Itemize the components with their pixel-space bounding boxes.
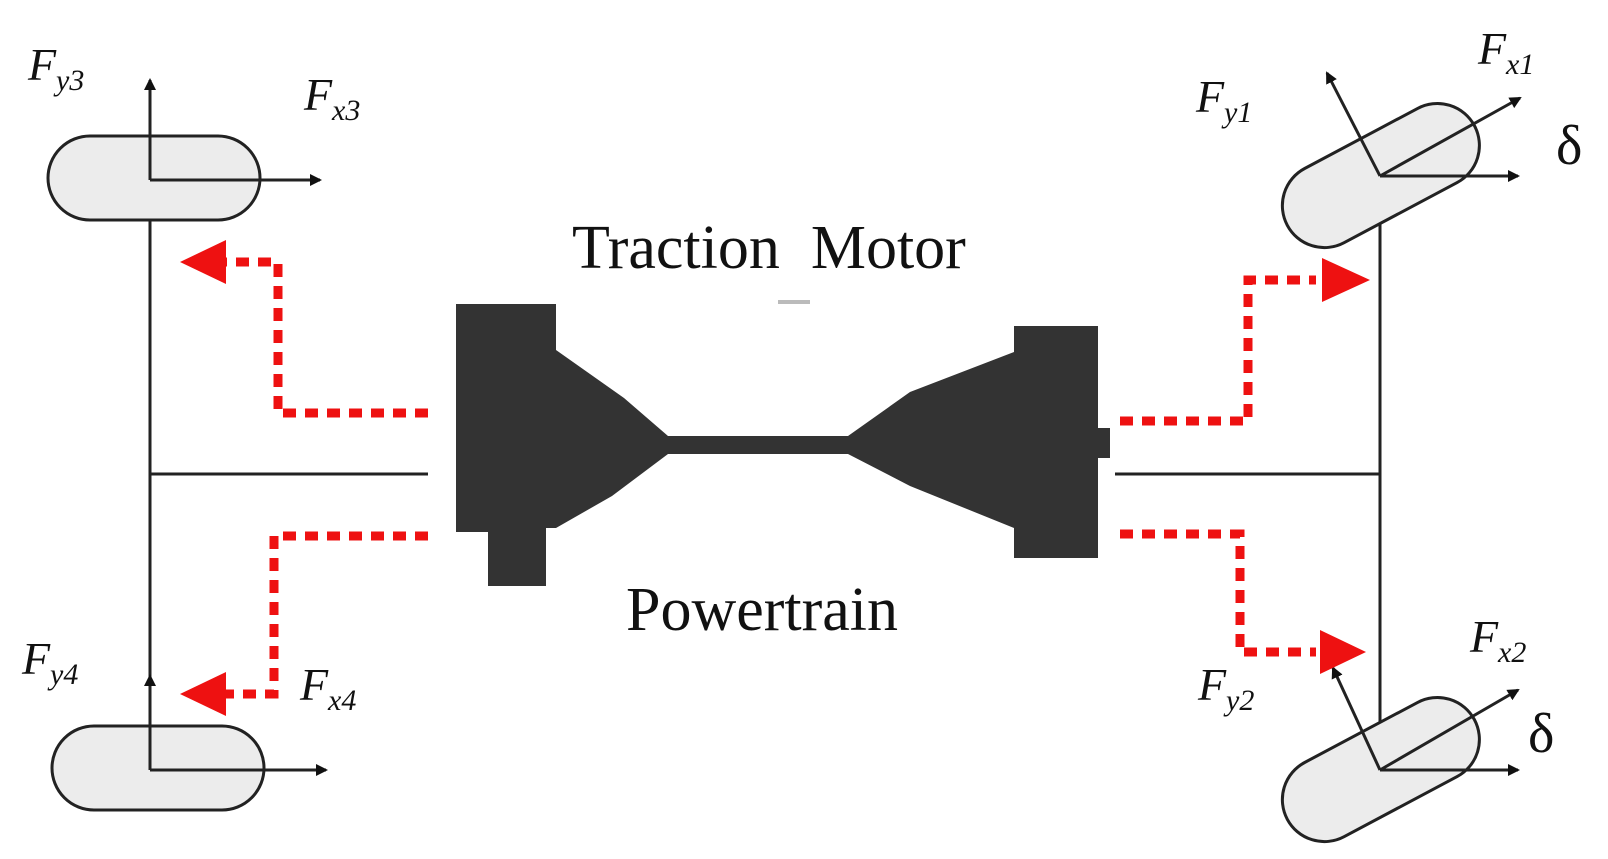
svg-text:F: F: [1197, 659, 1227, 710]
label-fy1: F y1: [1195, 71, 1252, 129]
svg-text:F: F: [1477, 23, 1507, 74]
fx1-arrow: [1379, 96, 1522, 178]
traction-motor-body: [456, 300, 1110, 586]
label-fx2: F x2: [1469, 611, 1526, 669]
power-flow-path-front-right-top: [1120, 275, 1316, 426]
label-delta-bottom: δ: [1528, 703, 1554, 765]
label-fx1: F x1: [1477, 23, 1534, 81]
label-fy4: F y4: [21, 633, 78, 691]
traction-motor-label: Traction Motor: [572, 214, 966, 282]
svg-text:y4: y4: [47, 658, 78, 691]
svg-text:F: F: [1469, 611, 1499, 662]
svg-text:x4: x4: [327, 684, 356, 717]
powertrain-label: Powertrain: [626, 576, 898, 644]
fy1-arrow: [1325, 71, 1382, 177]
power-flow-path-rear-left-top: [214, 257, 428, 418]
power-flow-arrowhead-rear-left-bottom: [180, 672, 226, 716]
svg-text:F: F: [1195, 71, 1225, 122]
fx2-arrow: [1379, 688, 1520, 772]
power-flow-path-front-right-bottom: [1120, 529, 1316, 657]
power-flow-path-rear-left-bottom: [214, 531, 428, 699]
svg-text:x1: x1: [1505, 48, 1534, 81]
svg-text:y3: y3: [53, 64, 84, 97]
svg-text:x3: x3: [331, 94, 360, 127]
svg-text:F: F: [299, 659, 329, 710]
power-flow-arrowhead-rear-left-top: [180, 240, 226, 284]
power-flow-arrowhead-front-right-bottom: [1320, 630, 1366, 674]
power-flow-arrowhead-front-right-top: [1322, 258, 1370, 302]
svg-text:F: F: [27, 39, 57, 90]
tire-rear-left-top: [46, 134, 262, 222]
svg-text:x2: x2: [1497, 636, 1526, 669]
tire-rear-left-bottom: [50, 724, 266, 812]
label-delta-top: δ: [1556, 115, 1582, 177]
fy2-arrow: [1331, 666, 1382, 771]
label-fy3: F y3: [27, 39, 84, 97]
svg-text:y2: y2: [1223, 684, 1254, 717]
label-fy2: F y2: [1197, 659, 1254, 717]
label-fx4: F x4: [299, 659, 356, 717]
svg-text:F: F: [303, 69, 333, 120]
svg-text:F: F: [21, 633, 51, 684]
label-fx3: F x3: [303, 69, 360, 127]
svg-text:y1: y1: [1221, 96, 1252, 129]
